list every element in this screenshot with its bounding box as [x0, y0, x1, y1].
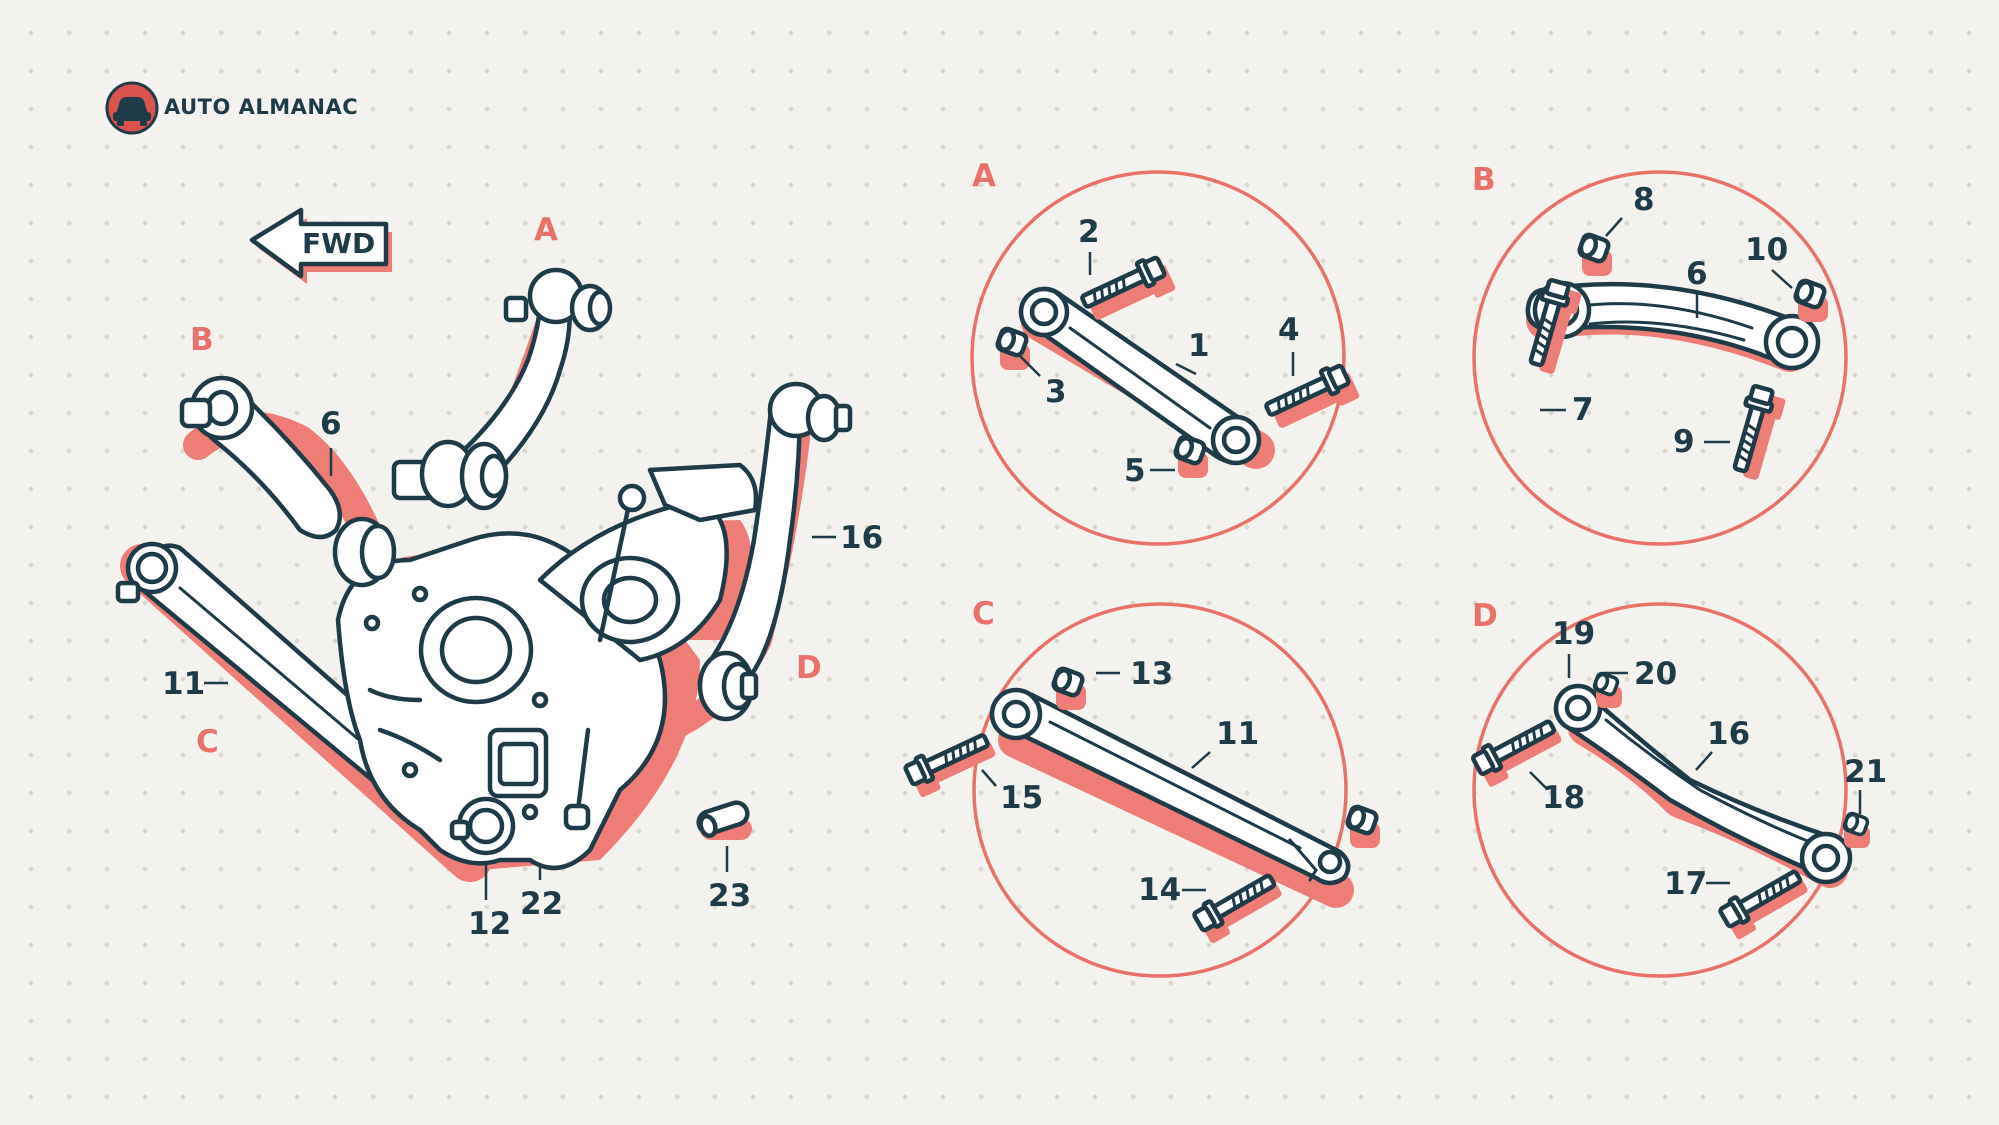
car-badge-icon — [105, 81, 159, 135]
detail-a-callout-4: 4 — [1278, 312, 1300, 348]
callout-16: 16 — [840, 520, 883, 556]
brand-logo: AUTO ALMANAC — [105, 81, 358, 135]
callout-23: 23 — [708, 878, 751, 914]
detail-d-callout-19: 19 — [1552, 616, 1595, 652]
assembly-label-a: A — [534, 212, 558, 248]
detail-c: C 13 11 15 14 — [903, 596, 1380, 978]
detail-c-callout-11: 11 — [1216, 716, 1259, 752]
callout-12: 12 — [468, 906, 511, 942]
detail-b-callout-6: 6 — [1686, 256, 1708, 292]
brand-name: AUTO ALMANAC — [164, 95, 358, 119]
detail-c-callout-14: 14 — [1138, 872, 1181, 908]
detail-c-callout-13: 13 — [1130, 656, 1173, 692]
rear-suspension-assembly — [115, 267, 853, 882]
forward-arrow-icon: FWD — [249, 207, 392, 284]
detail-a-callout-3: 3 — [1045, 374, 1067, 410]
detail-b-callout-7: 7 — [1572, 392, 1594, 428]
detail-b: B 8 6 10 7 9 — [1472, 162, 1848, 546]
detail-d-callout-16: 16 — [1707, 716, 1750, 752]
detail-a-label: A — [972, 158, 996, 194]
detail-b-ring — [1472, 170, 1848, 546]
detail-b-callout-8: 8 — [1633, 182, 1655, 218]
detail-d-callout-17: 17 — [1664, 866, 1707, 902]
detail-c-callout-15: 15 — [1000, 780, 1043, 816]
detail-c-ring — [972, 602, 1348, 978]
detail-b-label: B — [1472, 162, 1496, 198]
assembly-label-c: C — [196, 724, 219, 760]
detail-a-callout-2: 2 — [1078, 214, 1100, 250]
callout-6: 6 — [320, 406, 342, 442]
detail-d-callout-18: 18 — [1542, 780, 1585, 816]
detail-d-ring — [1472, 602, 1848, 978]
detail-a: A 2 3 1 4 5 — [970, 158, 1361, 546]
callout-22: 22 — [520, 886, 563, 922]
detail-b-callout-9: 9 — [1673, 424, 1695, 460]
callout-11: 11 — [162, 666, 205, 702]
detail-a-ring — [970, 170, 1346, 546]
detail-d: D 19 20 16 21 18 17 — [1471, 598, 1887, 978]
detail-d-callout-20: 20 — [1634, 656, 1677, 692]
detail-a-callout-1: 1 — [1188, 328, 1210, 364]
fwd-label: FWD — [302, 227, 375, 260]
assembly-label-d: D — [796, 650, 822, 686]
assembly-callouts: 6 11 12 22 23 16 — [162, 406, 883, 942]
detail-c-label: C — [972, 596, 995, 632]
detail-a-callout-5: 5 — [1124, 453, 1146, 489]
detail-d-label: D — [1472, 598, 1498, 634]
detail-b-callout-10: 10 — [1745, 232, 1788, 268]
detail-d-callout-21: 21 — [1844, 754, 1887, 790]
assembly-label-b: B — [190, 322, 214, 358]
